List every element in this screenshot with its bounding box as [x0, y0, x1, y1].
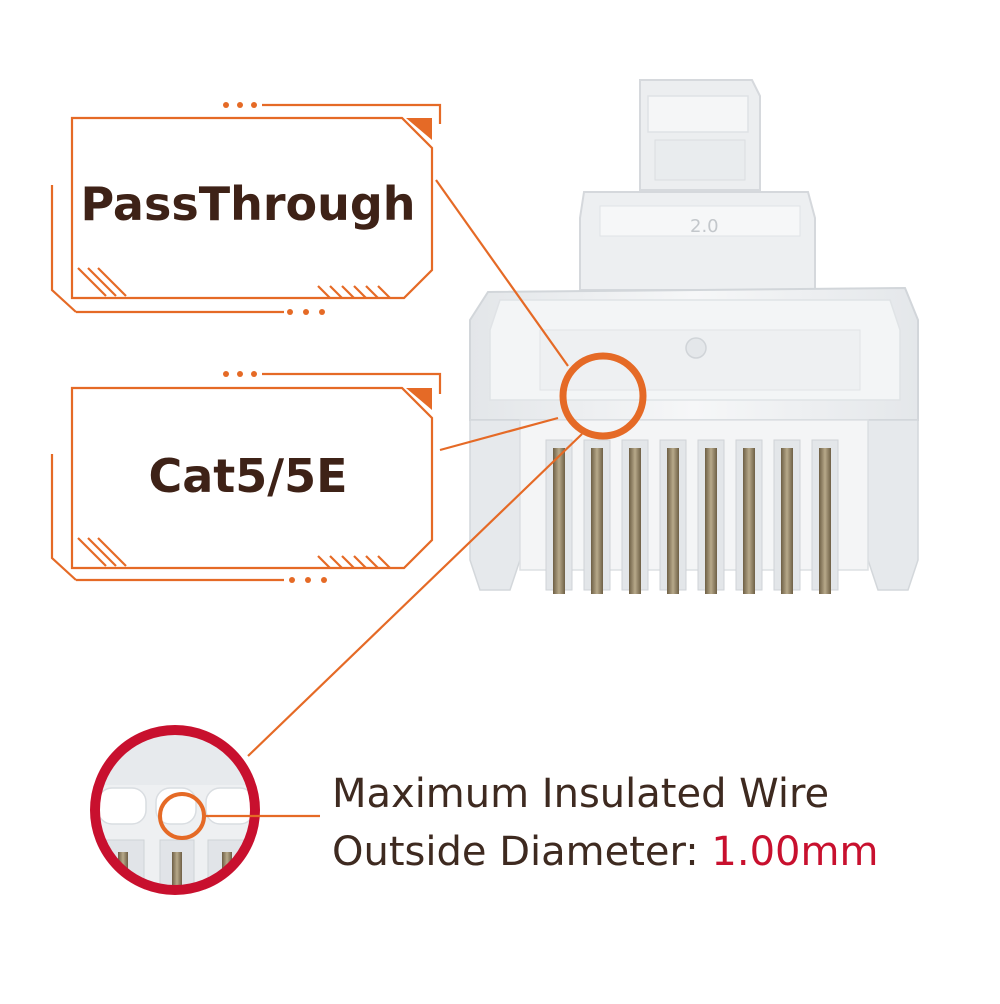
- wire-diameter-value: 1.00mm: [711, 829, 879, 875]
- callout-frame-category: [50, 371, 559, 583]
- wire-diameter-caption-prefix: Outside Diameter:: [332, 829, 712, 875]
- detail-ring: [90, 725, 260, 895]
- callout-label-passthrough: PassThrough: [80, 177, 416, 231]
- svg-text:2.0: 2.0: [690, 216, 719, 237]
- passthrough-highlight-ring: [559, 352, 647, 440]
- callout-frame-passthrough: [50, 102, 569, 367]
- callout-label-category: Cat5/5E: [148, 449, 348, 503]
- wire-diameter-caption-line2: Outside Diameter: 1.00mm: [332, 824, 878, 880]
- detail-magnifier: [90, 433, 583, 895]
- connector-pins: [545, 439, 839, 594]
- rj45-connector-illustration: 2.0: [469, 79, 919, 594]
- wire-diameter-caption-line1: Maximum Insulated Wire: [332, 771, 830, 817]
